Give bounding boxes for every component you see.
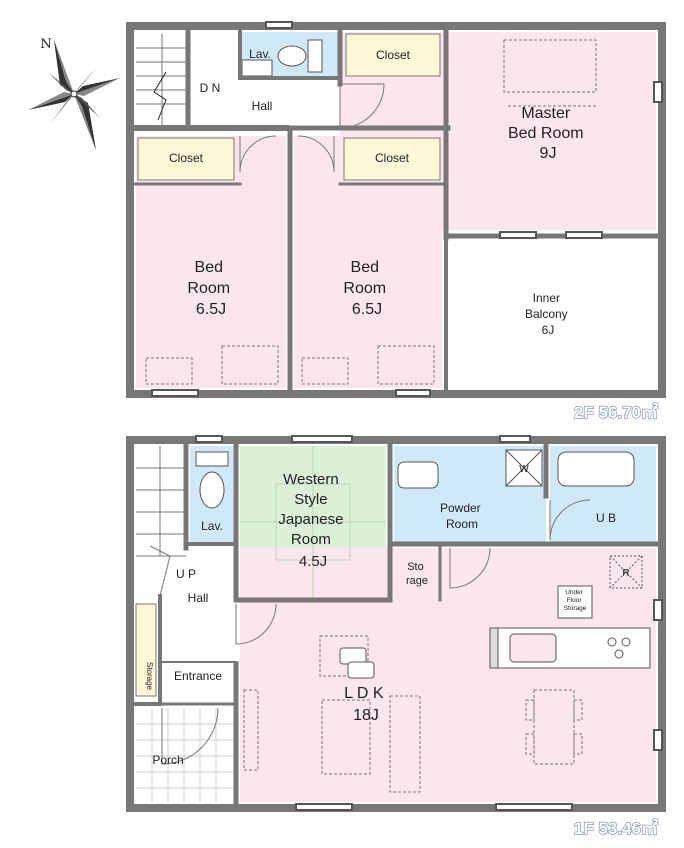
porch-label: Porch: [152, 753, 183, 767]
powder-room-label: Powder Room: [440, 501, 484, 531]
windows-1f: [195, 435, 663, 811]
room-ldk-fill: [240, 548, 656, 802]
japanese-room-label: Western Style Japanese Room 4.5J: [278, 471, 347, 570]
room-hall-1f-fill: [162, 596, 236, 662]
fridge-label: R: [622, 568, 629, 579]
doors-1f: [161, 499, 591, 765]
hall-1f-label: Hall: [188, 591, 209, 605]
stair-2f-label: D N: [200, 81, 221, 95]
washer-label: W: [519, 464, 529, 475]
storage-side-label: Storage: [145, 662, 154, 691]
ldk-furniture: [243, 635, 583, 793]
underfloor-label: Under Floor Storage: [564, 589, 587, 612]
lav-2f-label: Lav.: [249, 47, 271, 61]
master-label: Master Bed Room 9J: [508, 105, 588, 162]
balcony-label: Inner Balcony 6J: [525, 291, 571, 337]
walls-1f: [126, 436, 666, 812]
ub-label: U B: [596, 511, 616, 525]
room-2f-hall-fill: [188, 78, 340, 128]
closet-left-label: Closet: [169, 151, 204, 165]
ldk-label: L D K 18J: [344, 685, 388, 724]
stair-2f-icon: [136, 34, 188, 128]
storage-small-label: Sto rage: [406, 561, 428, 587]
powder-fixtures: [397, 449, 543, 489]
sofa-icon: [339, 647, 375, 679]
fridge-icon: [609, 555, 643, 589]
room-entrance-fill: [162, 664, 236, 704]
porch-tiles: [136, 708, 236, 802]
closet-top-label: Closet: [376, 48, 411, 62]
floor-1-area: 1F 53.46㎡: [574, 818, 658, 838]
toilet-2f-icon: [241, 39, 323, 77]
closet-2f-left: [137, 137, 235, 181]
toilet-1f-icon: [195, 451, 229, 509]
room-1f-stair: [136, 446, 186, 596]
north-label: N: [40, 37, 51, 52]
floor-2-plan: D N Lav. Hall Closet Closet Closet Maste…: [126, 21, 666, 423]
lav-1f-label: Lav.: [201, 519, 223, 533]
bathtub-icon: [557, 451, 635, 487]
bed-left-label: Bed Room 6.5J: [187, 259, 234, 318]
floor-1-plan: W R Under Floor Storage: [126, 435, 666, 839]
room-storage-side-fill: [135, 603, 157, 697]
stair-1f-label: U P: [176, 567, 196, 581]
furniture-2f: [145, 39, 597, 385]
bed-right-label: Bed Room 6.5J: [343, 259, 390, 318]
hall-2f-label: Hall: [252, 99, 273, 113]
compass-rose-icon: [28, 40, 120, 150]
closet-right-label: Closet: [375, 151, 410, 165]
underfloor-storage-icon: [557, 585, 593, 619]
kitchen-counter: [489, 627, 651, 669]
room-balcony-fill: [448, 238, 656, 388]
closet-2f-right: [343, 137, 441, 181]
floor-2-area: 2F 56.70㎡: [574, 402, 658, 422]
closet-2f-top: [345, 33, 441, 77]
entrance-label: Entrance: [174, 669, 222, 683]
windows-2f: [151, 21, 663, 397]
stair-1f-icon: [136, 446, 186, 597]
tatami-grid: [240, 446, 386, 598]
